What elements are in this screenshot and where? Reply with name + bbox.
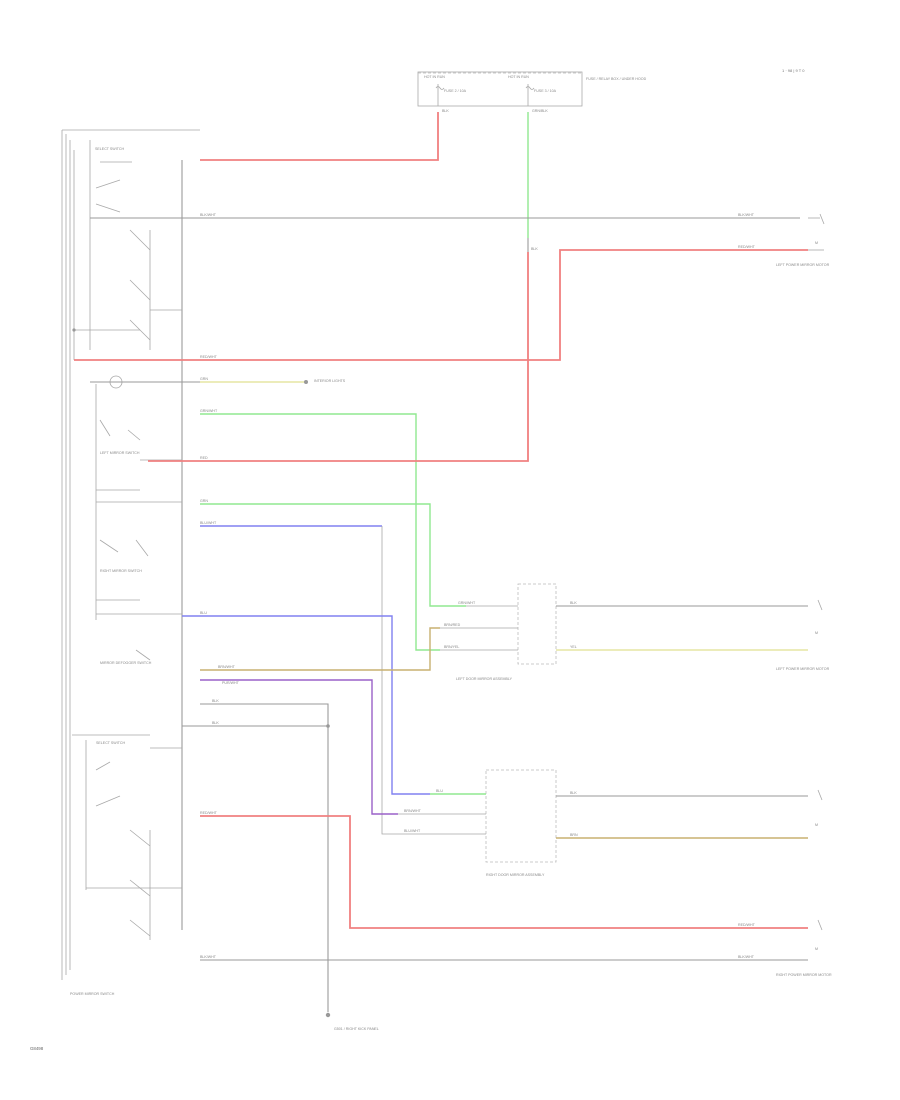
wire-label-w3: RED/WHT <box>200 355 218 359</box>
wire-label-f3: BLK <box>531 247 538 251</box>
fuse-left-label: FUSE 2 / 10A <box>444 89 467 93</box>
fuse-box-label: FUSE / RELAY BOX / UNDER HOOD <box>586 77 647 81</box>
wire-label-r5: BLK <box>570 791 577 795</box>
wire-label-w9: BLU <box>200 611 207 615</box>
wire-red-wht-loop <box>74 249 808 361</box>
wire-label-w12: BLK <box>212 699 219 703</box>
wire-label-w11: PUR/WHT <box>222 681 240 685</box>
wire-label-w8: BLU/WHT <box>200 521 217 525</box>
wire-label-m5: BRN/WHT <box>404 809 422 813</box>
left-mirror-motor-top: M LEFT POWER MIRROR MOTOR <box>776 213 830 267</box>
left-mirror-top-label: LEFT POWER MIRROR MOTOR <box>776 263 830 267</box>
wire-red-wht-bottom <box>200 815 808 929</box>
fuse-box-left-header: HOT IN RUN <box>424 75 445 79</box>
left-door-mirror-label: LEFT DOOR MIRROR ASSEMBLY <box>456 677 513 681</box>
right-door-mirror-label: RIGHT DOOR MIRROR ASSEMBLY <box>486 873 545 877</box>
wire-label-m2: BRN/RED <box>444 623 461 627</box>
wire-label-m3: BRN/YEL <box>444 645 459 649</box>
left-door-mirror-assembly: GRN/WHT BRN/RED BRN/YEL LEFT DOOR MIRROR… <box>440 583 557 681</box>
figure-code: G8498 <box>30 1046 44 1051</box>
page-reference: 1 · 98 | 9 T 0 <box>782 68 805 73</box>
fuse-box: HOT IN RUN HOT IN RUN FUSE 2 / 10A FUSE … <box>417 71 647 113</box>
left-mirror-switch: LEFT MIRROR SWITCH RIGHT MIRROR SWITCH M… <box>95 384 182 665</box>
wire-brn-wht <box>200 627 440 671</box>
select-switch-bottom: SELECT SWITCH <box>72 734 182 940</box>
switch-assembly: SELECT SWITCH POWER MIRROR SWITCH <box>61 129 200 996</box>
select-switch-bottom-label: SELECT SWITCH <box>96 741 125 745</box>
interior-lights-label: INTERIOR LIGHTS <box>314 379 346 383</box>
wire-green-wht <box>200 413 440 651</box>
wire-label-r4: YEL <box>570 645 577 649</box>
right-mirror-motor-bottom: M RIGHT POWER MIRROR MOTOR <box>776 919 832 977</box>
left-mirror-bottom-label: LEFT POWER MIRROR MOTOR <box>776 667 830 671</box>
wire-pur-wht <box>200 679 398 815</box>
wire-label-w5: GRN/WHT <box>200 409 218 413</box>
left-mirror-motor-bottom: M LEFT POWER MIRROR MOTOR <box>776 599 830 671</box>
wire-label-m1: GRN/WHT <box>458 601 476 605</box>
wire-label-r3: BLK <box>570 601 577 605</box>
svg-text:M: M <box>815 947 818 951</box>
fuse-right-label: FUSE 3 / 10A <box>534 89 557 93</box>
wire-label-r6: BRN <box>570 833 578 837</box>
wire-green-mid <box>200 503 466 607</box>
wire-label-m4: BLU <box>436 789 443 793</box>
svg-text:M: M <box>815 631 818 635</box>
ground-label: G501 / RIGHT KICK PANEL <box>334 1027 379 1031</box>
defogger-switch-label: MIRROR DEFOGGER SWITCH <box>100 661 152 665</box>
fuse-left-wire-label: BLK <box>442 109 449 113</box>
wire-label-w13: BLK <box>212 721 219 725</box>
wire-label-w15: BLK/WHT <box>200 955 217 959</box>
wire-blu <box>182 615 430 795</box>
svg-text:M: M <box>815 823 818 827</box>
right-door-mirror-assembly: BLU BRN/WHT BLU/WHT RIGHT DOOR MIRROR AS… <box>398 769 557 877</box>
wire-red-mid <box>148 252 529 462</box>
wire-label-r2: RED/WHT <box>738 245 756 249</box>
wire-label-w14: RED/WHT <box>200 811 218 815</box>
wire-label-m6: BLU/WHT <box>404 829 421 833</box>
select-switch-top-label: SELECT SWITCH <box>95 147 124 151</box>
wire-label-w10: BRN/WHT <box>218 665 236 669</box>
wire-label-w6: RED <box>200 456 208 460</box>
right-mirror-motor-mid: M <box>815 789 823 827</box>
fuse-box-right-header: HOT IN RUN <box>508 75 529 79</box>
wire-red-feed <box>200 112 439 161</box>
left-mirror-switch-label: LEFT MIRROR SWITCH <box>100 451 140 455</box>
wire-blk-ground <box>200 703 329 1012</box>
wire-label-w7: GRN <box>200 499 208 503</box>
wire-label-w4: GRN <box>200 377 208 381</box>
wire-label-r7: RED/WHT <box>738 923 756 927</box>
wire-label-w2: BLK/WHT <box>200 213 217 217</box>
fuse-right-wire-label: GRN/BLK <box>532 109 548 113</box>
wire-label-r8: BLK/WHT <box>738 955 755 959</box>
master-switch-label: POWER MIRROR SWITCH <box>70 992 115 996</box>
right-mirror-bottom-label: RIGHT POWER MIRROR MOTOR <box>776 973 832 977</box>
right-mirror-switch-label: RIGHT MIRROR SWITCH <box>100 569 142 573</box>
wire-label-r1: BLK/WHT <box>738 213 755 217</box>
svg-text:M: M <box>815 241 818 245</box>
